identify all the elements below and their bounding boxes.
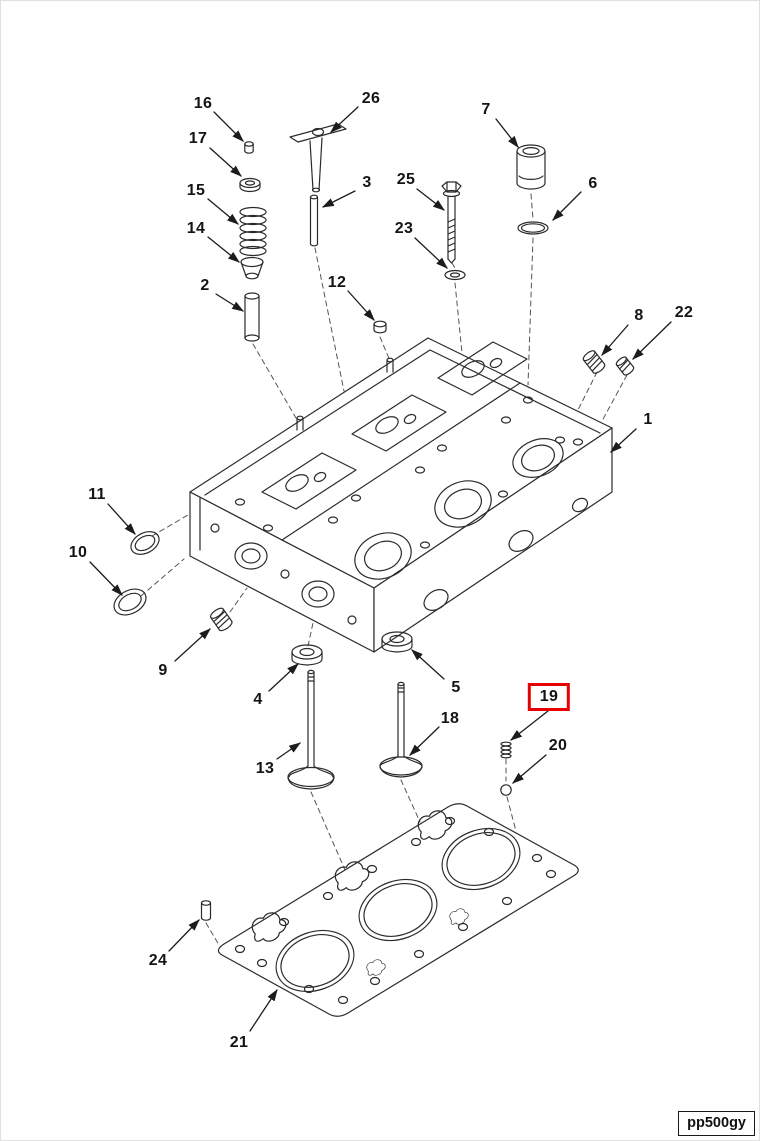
valve-stem-seal-4 (291, 644, 323, 666)
part-label-26: 26 (361, 90, 381, 107)
washer-23 (444, 269, 466, 281)
cup-plug-11 (130, 531, 160, 555)
cup-plug-10 (113, 588, 147, 616)
part-label-9: 9 (158, 662, 168, 679)
part-label-22: 22 (674, 304, 694, 321)
valve-stem-seal-5 (381, 631, 413, 653)
valve-spring-15 (239, 206, 267, 257)
plug-12 (373, 320, 387, 334)
part-label-1: 1 (643, 411, 653, 428)
head-bolt-25 (441, 181, 462, 264)
head-gasket (217, 803, 579, 1017)
part-label-17: 17 (188, 130, 208, 147)
threaded-plug-9 (209, 607, 233, 632)
part-label-7: 7 (481, 101, 491, 118)
check-spring-19 (500, 741, 512, 759)
part-label-25: 25 (396, 171, 416, 188)
rocker-clamp-26 (289, 123, 347, 193)
spring-retainer-14 (240, 256, 264, 280)
part-label-23: 23 (394, 220, 414, 237)
part-label-5: 5 (451, 679, 461, 696)
part-label-13: 13 (255, 760, 275, 777)
retainer-clip-16 (244, 141, 254, 154)
threaded-plug-8 (582, 350, 606, 374)
part-label-18: 18 (440, 710, 460, 727)
part-label-6: 6 (588, 175, 598, 192)
part-label-21: 21 (229, 1034, 249, 1051)
threaded-plug-22 (615, 356, 635, 376)
o-ring-6 (517, 221, 549, 235)
valve-18 (379, 681, 423, 778)
cylinder-head-body (189, 337, 613, 653)
part-label-15: 15 (186, 182, 206, 199)
part-label-14: 14 (186, 220, 206, 237)
tappet-cap-7 (516, 144, 546, 190)
part-label-2: 2 (200, 277, 210, 294)
push-rod-3 (309, 194, 319, 247)
part-label-4: 4 (253, 691, 263, 708)
assembly-guide-lines (140, 193, 628, 946)
dowel-pin-24 (200, 900, 212, 921)
valve-13 (287, 669, 335, 790)
check-ball-20 (500, 784, 512, 796)
spring-retainer-washer-17 (239, 177, 261, 193)
part-label-20: 20 (548, 737, 568, 754)
part-label-16: 16 (193, 95, 213, 112)
leader-arrows (89, 106, 672, 1032)
part-label-8: 8 (634, 307, 644, 324)
part-label-24: 24 (148, 952, 168, 969)
part-label-3: 3 (362, 174, 372, 191)
part-label-11: 11 (88, 486, 106, 503)
part-label-19-highlighted: 19 (527, 683, 571, 711)
part-label-12: 12 (327, 274, 347, 291)
watermark-code: pp500gy (678, 1111, 755, 1136)
valve-guide-2 (244, 292, 260, 342)
part-label-10: 10 (68, 544, 88, 561)
